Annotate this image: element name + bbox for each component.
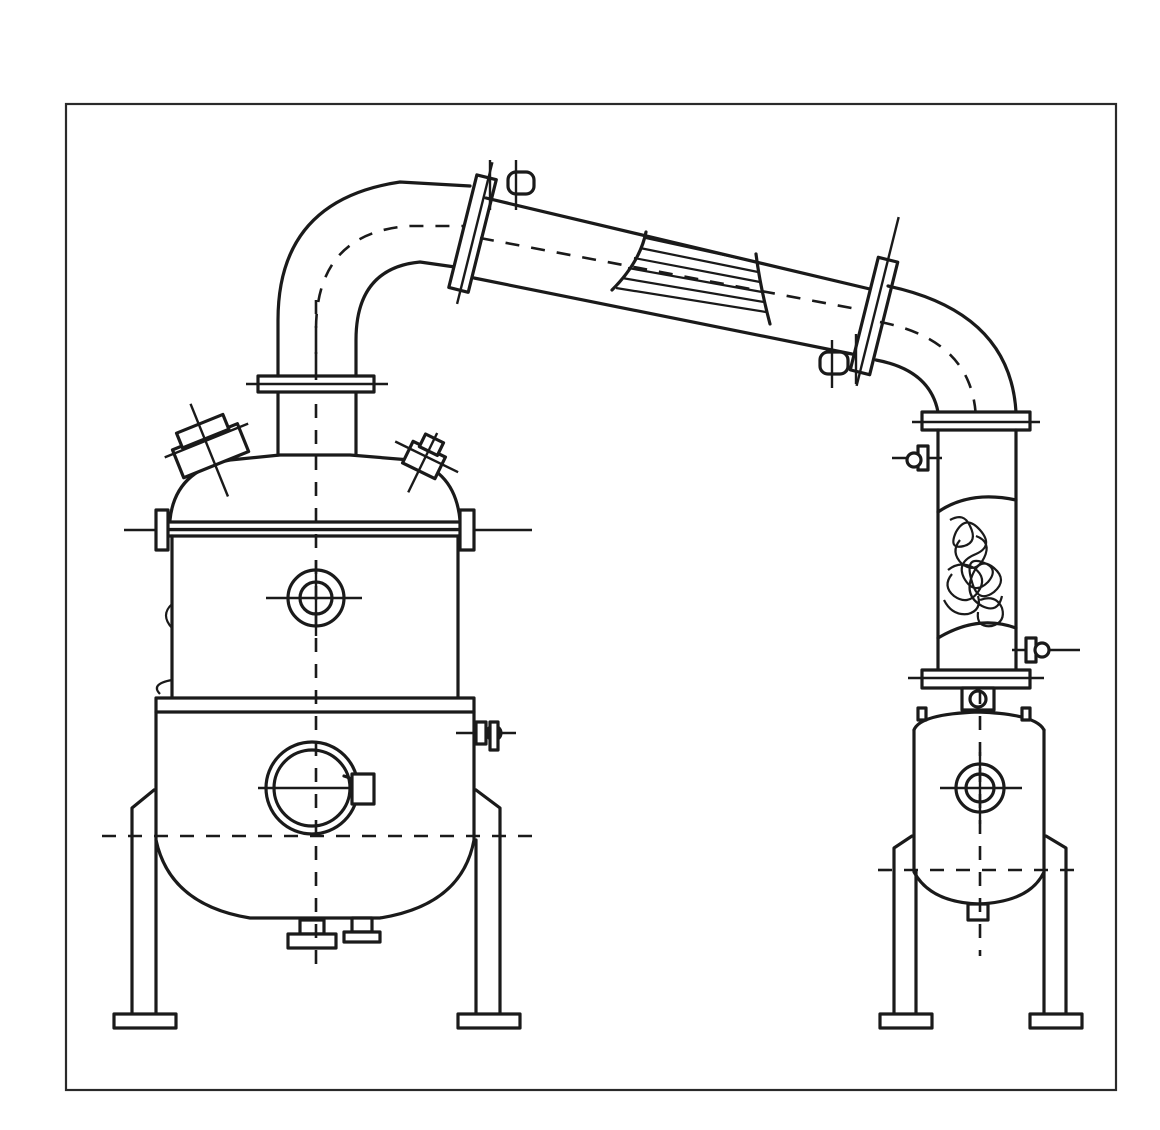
diagram-frame	[64, 102, 1118, 1092]
column-packing	[943, 515, 1004, 628]
dome-nozzle-left	[164, 403, 251, 497]
descending-elbow	[874, 284, 1040, 432]
packed-column	[892, 428, 1080, 713]
condenser-tube	[447, 160, 900, 388]
vapor-pipe-elbow	[246, 180, 472, 457]
receiver-tank	[878, 690, 1084, 1030]
dome-nozzle-right	[394, 432, 459, 493]
main-vessel	[102, 300, 536, 1030]
